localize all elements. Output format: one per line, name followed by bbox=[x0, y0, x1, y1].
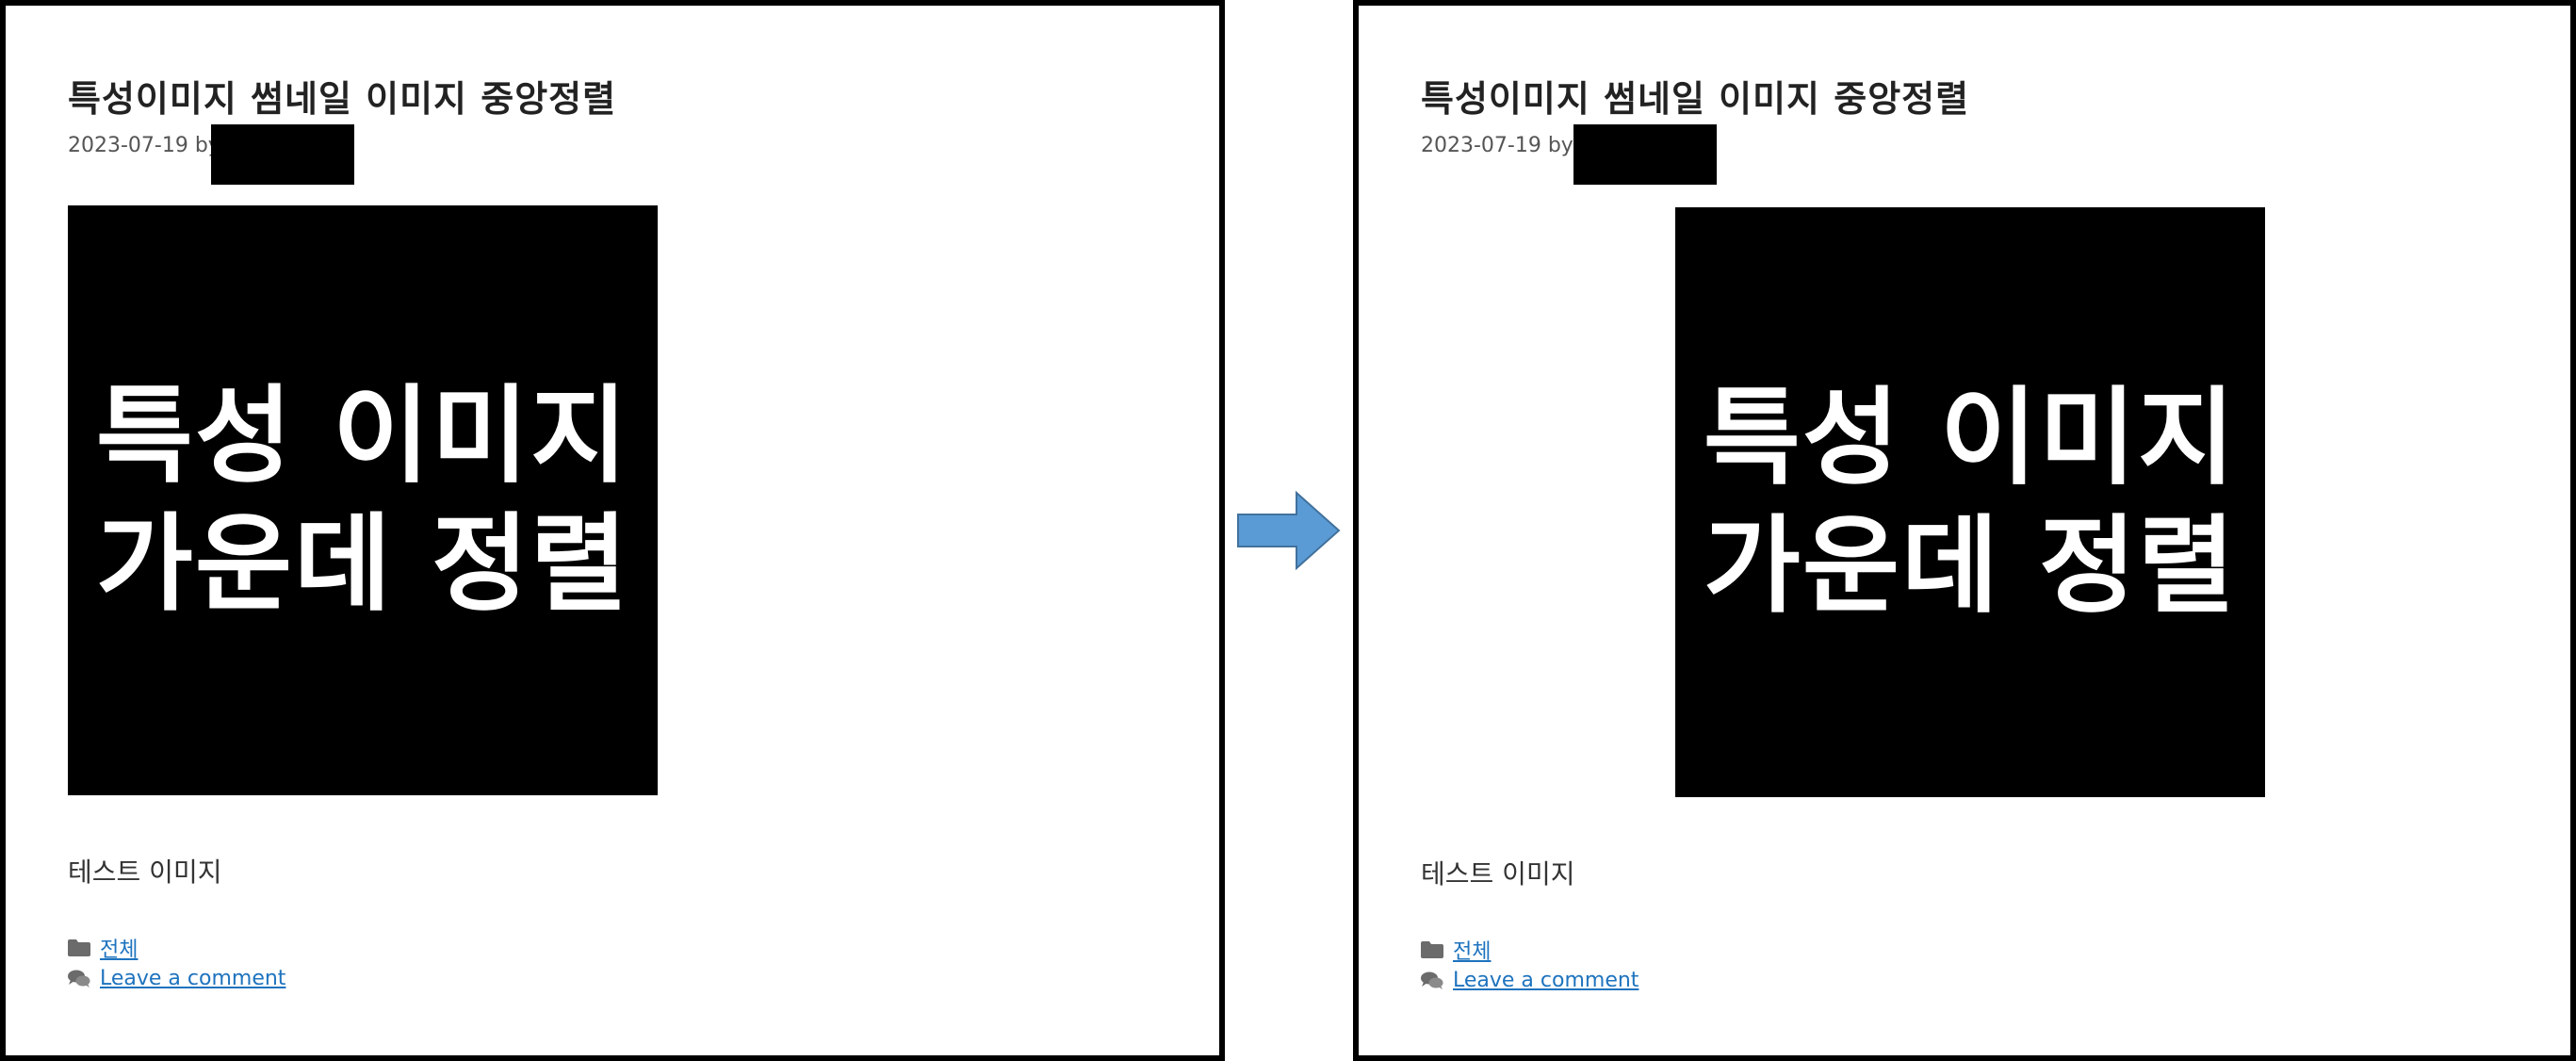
category-link[interactable]: 전체 bbox=[1453, 940, 1492, 964]
thumbnail-text: 특성 이미지 가운데 정렬 bbox=[1704, 374, 2237, 630]
arrow-right-icon bbox=[1237, 490, 1341, 571]
category-link[interactable]: 전체 bbox=[100, 939, 139, 962]
thumbnail-line-1: 특성 이미지 bbox=[1703, 377, 2238, 499]
comments-icon bbox=[68, 970, 90, 988]
leave-comment-link[interactable]: Leave a comment bbox=[100, 967, 286, 990]
post-excerpt: 테스트 이미지 bbox=[68, 857, 222, 888]
featured-image-thumbnail[interactable]: 특성 이미지 가운데 정렬 bbox=[68, 205, 658, 795]
comments-icon bbox=[1421, 971, 1443, 989]
thumbnail-line-2: 가운데 정렬 bbox=[1703, 505, 2238, 628]
featured-image-thumbnail[interactable]: 특성 이미지 가운데 정렬 bbox=[1675, 207, 2265, 797]
comment-row: Leave a comment bbox=[1421, 969, 1639, 992]
thumbnail-line-1: 특성 이미지 bbox=[95, 375, 630, 498]
post-excerpt: 테스트 이미지 bbox=[1421, 858, 1575, 890]
post-title[interactable]: 특성이미지 썸네일 이미지 중앙정렬 bbox=[1421, 78, 1970, 120]
thumbnail-text: 특성 이미지 가운데 정렬 bbox=[96, 372, 629, 628]
category-row: 전체 bbox=[68, 933, 138, 963]
before-screenshot-panel: 특성이미지 썸네일 이미지 중앙정렬 2023-07-19 by 특성 이미지 … bbox=[0, 0, 1225, 1061]
thumbnail-line-2: 가운데 정렬 bbox=[95, 503, 630, 626]
redacted-author bbox=[211, 124, 354, 185]
comment-row: Leave a comment bbox=[68, 967, 285, 990]
post-meta: 2023-07-19 by bbox=[68, 134, 220, 157]
folder-icon bbox=[68, 939, 90, 956]
category-row: 전체 bbox=[1421, 935, 1491, 965]
after-screenshot-panel: 특성이미지 썸네일 이미지 중앙정렬 2023-07-19 by 특성 이미지 … bbox=[1353, 0, 2576, 1061]
folder-icon bbox=[1421, 941, 1443, 958]
post-meta: 2023-07-19 by bbox=[1421, 134, 1573, 157]
post-title[interactable]: 특성이미지 썸네일 이미지 중앙정렬 bbox=[68, 78, 617, 120]
leave-comment-link[interactable]: Leave a comment bbox=[1453, 969, 1639, 992]
redacted-author bbox=[1573, 124, 1717, 185]
